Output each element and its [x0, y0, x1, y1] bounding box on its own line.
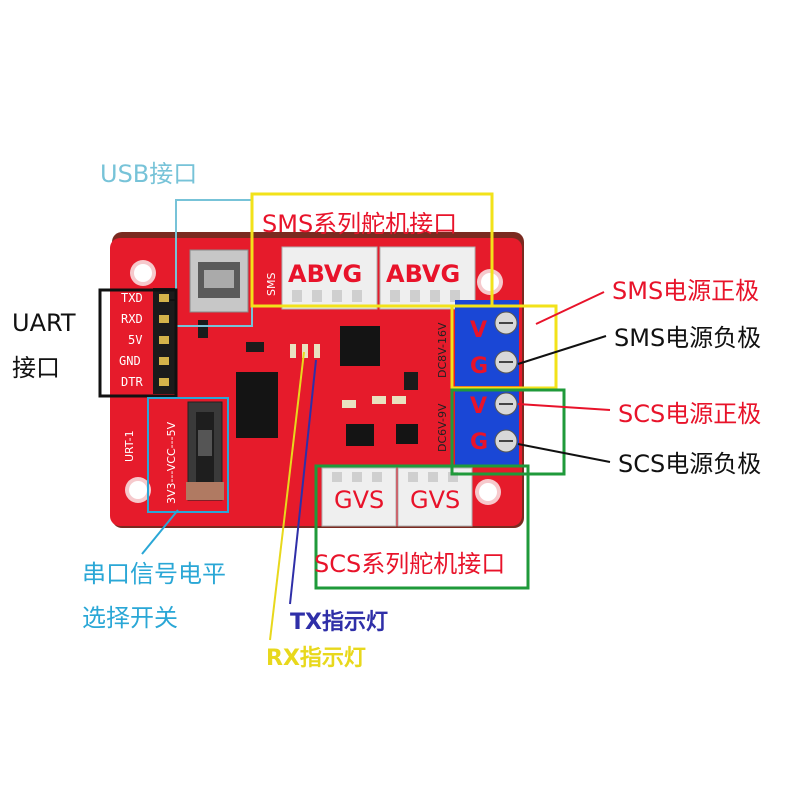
screw-terminal-scs: [455, 388, 519, 466]
usb-connector: [189, 249, 249, 313]
sms-connector-2-label: ABVG: [386, 260, 461, 288]
silk-sms: SMS: [265, 272, 278, 296]
scs-servo-port-label: SCS系列舵机接口: [314, 550, 506, 578]
uart-pin-gnd: GND: [119, 354, 141, 368]
scs-terminal-v-label: V: [470, 394, 488, 419]
scs-terminal-g-label: G: [470, 430, 489, 455]
sms-power-positive-label: SMS电源正极: [612, 277, 760, 305]
rx-led-label: RX指示灯: [266, 646, 366, 671]
sms-power-negative-label: SMS电源负极: [614, 324, 762, 352]
uart-label-line1: UART: [12, 309, 76, 337]
sms-connectors: [281, 246, 476, 310]
tx-led-label: TX指示灯: [290, 610, 388, 635]
annotation-boxes: [98, 192, 566, 590]
uart-pin-dtr: DTR: [121, 375, 143, 389]
uart-pin-rxd: RXD: [121, 312, 143, 326]
silk-urt: URT-1: [123, 430, 136, 462]
uart-pin-5v: 5V: [128, 333, 143, 347]
sms-connector-1-label: ABVG: [288, 260, 363, 288]
passive-components: [198, 320, 418, 408]
level-switch-label-line2: 选择开关: [82, 604, 178, 632]
sms-terminal-v-label: V: [470, 318, 488, 343]
scs-connectors: [321, 467, 473, 527]
scs-power-positive-label: SCS电源正极: [618, 400, 762, 428]
uart-pin-txd: TXD: [121, 291, 143, 305]
scs-power-negative-label: SCS电源负极: [618, 450, 762, 478]
silk-dc-sms: DC8V-16V: [436, 322, 449, 378]
level-switch-label-line1: 串口信号电平: [82, 560, 226, 588]
silk-dc-scs: DC6V-9V: [436, 403, 449, 452]
uart-label-line2: 接口: [12, 354, 60, 382]
level-slide-switch: [186, 401, 224, 501]
silk-level: 3V3---VCC---5V: [165, 421, 178, 504]
leader-lines: [141, 291, 611, 641]
sms-servo-port-label: SMS系列舵机接口: [262, 210, 458, 238]
screw-terminal-sms: [455, 300, 519, 386]
mounting-holes: [125, 260, 503, 505]
sms-terminal-g-label: G: [470, 354, 489, 379]
ic-chips: [236, 326, 418, 446]
scs-connector-2-label: GVS: [410, 486, 461, 514]
usb-port-label: USB接口: [100, 160, 198, 188]
scs-connector-1-label: GVS: [334, 486, 385, 514]
uart-pin-header: [153, 288, 175, 394]
